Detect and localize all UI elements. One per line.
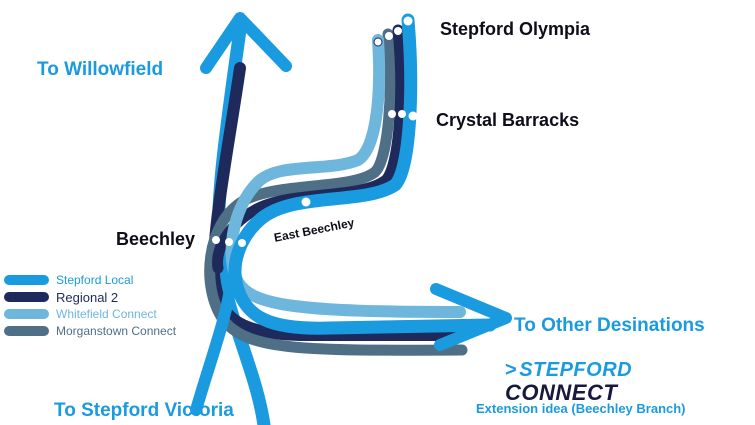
line-stepford-local-main (228, 13, 497, 335)
line-stepford-local-victoria (190, 272, 238, 416)
station-dot-crystal-3 (408, 111, 418, 121)
legend-label: Whitefield Connect (56, 307, 157, 321)
station-dot-olympia-2 (385, 32, 393, 40)
legend-label: Regional 2 (56, 290, 119, 305)
station-dot-crystal-1 (388, 110, 396, 118)
station-dot-beechley-2 (225, 238, 233, 246)
station-dot-beechley-1 (212, 236, 220, 244)
stepford-connect-logo: >STEPFORD CONNECT (505, 359, 632, 406)
destination-other: To Other Desinations (514, 315, 705, 336)
extension-caption: Extension idea (Beechley Branch) (476, 401, 686, 416)
legend-swatch (4, 309, 49, 319)
legend-label: Stepford Local (56, 273, 134, 287)
chevron-icon: > (505, 359, 518, 381)
legend-swatch (4, 275, 49, 285)
legend-swatch (4, 326, 49, 336)
station-dot-olympia-4 (403, 16, 413, 26)
station-dot-east-beechley (301, 197, 311, 207)
brand-line-2: CONNECT (505, 380, 618, 405)
station-beechley: Beechley (116, 229, 196, 249)
station-dot-olympia-3 (394, 27, 402, 35)
legend-label: Morganstown Connect (56, 324, 177, 338)
willowfield-arrowhead (200, 12, 292, 74)
station-stepford-olympia: Stepford Olympia (440, 19, 591, 39)
legend-swatch (4, 292, 49, 302)
station-dot-olympia-1 (373, 37, 383, 47)
station-dot-crystal-2 (398, 110, 406, 118)
brand-line-1: STEPFORD (519, 359, 633, 381)
line-whitefield-connect (225, 34, 466, 318)
destination-victoria: To Stepford Victoria (54, 400, 234, 421)
other-destinations-arrowhead (430, 283, 512, 351)
station-crystal-barracks: Crystal Barracks (436, 110, 580, 130)
station-dot-beechley-3 (238, 239, 246, 247)
destination-willowfield: To Willowfield (37, 59, 164, 80)
